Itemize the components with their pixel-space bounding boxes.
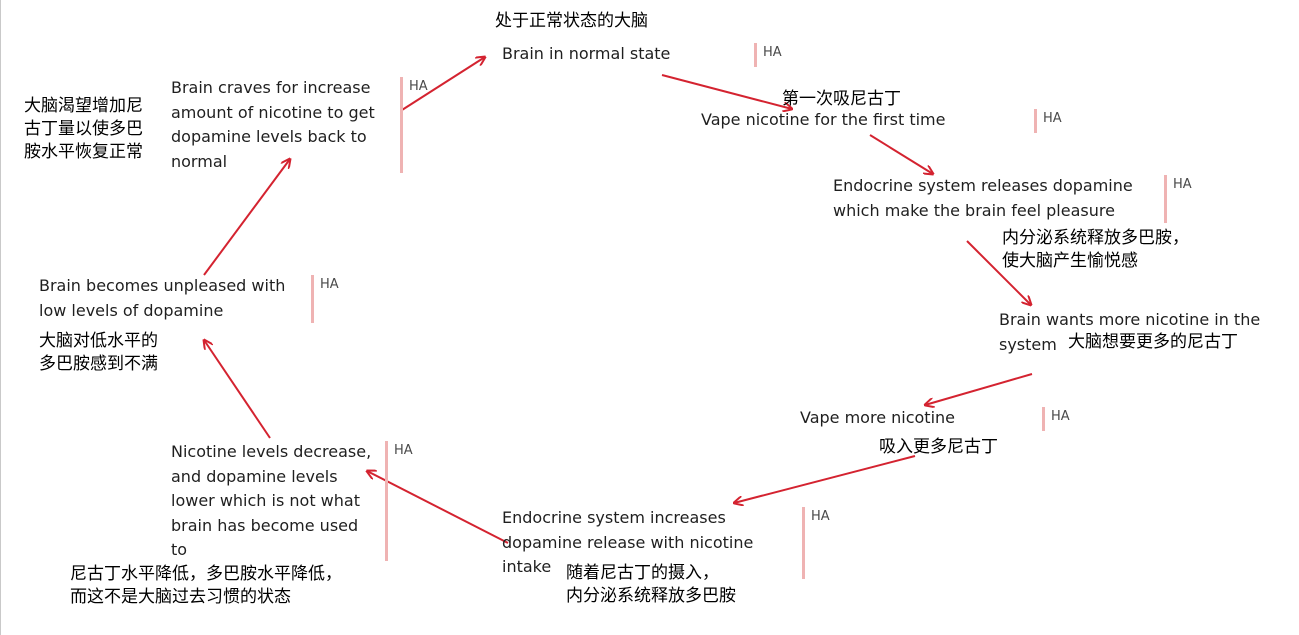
text-line: Brain craves for increase: [171, 78, 371, 97]
text-line: to: [171, 540, 188, 559]
step-vape-more-zh: 吸入更多尼古丁: [879, 437, 998, 457]
ha-bar: [1034, 109, 1037, 133]
text-line: low levels of dopamine: [39, 300, 224, 320]
ha-label: HA: [763, 45, 782, 60]
ha-label: HA: [320, 277, 339, 292]
text-line: 使大脑产生愉悦感: [1002, 251, 1138, 271]
step-craves-en: Brain craves for increase amount of nico…: [171, 76, 375, 174]
step-endocrine-increase-en: Endocrine system increases dopamine rele…: [502, 506, 753, 580]
text-line: and dopamine levels: [171, 466, 338, 486]
step-unpleased-zh: 大脑对低水平的 多巴胺感到不满: [39, 330, 158, 376]
ha-label: HA: [811, 509, 830, 524]
step-unpleased-en: Brain becomes unpleased with low levels …: [39, 274, 285, 323]
step-first-vape-zh: 第一次吸尼古丁: [782, 89, 901, 109]
left-border: [0, 0, 1, 635]
arrow-increase-to-decrease: [367, 471, 509, 544]
text-line: Endocrine system releases dopamine: [833, 176, 1133, 195]
text-line: system: [999, 334, 1057, 354]
step-nicotine-decrease-en: Nicotine levels decrease, and dopamine l…: [171, 440, 371, 563]
ha-label: HA: [394, 443, 413, 458]
ha-bar: [754, 43, 757, 67]
text-line: 内分泌系统释放多巴胺，: [1002, 228, 1189, 248]
step-vape-more-en: Vape more nicotine: [800, 408, 955, 427]
text-line: 尼古丁水平降低，多巴胺水平降低，: [70, 564, 342, 584]
ha-bar: [1164, 175, 1167, 223]
text-line: 胺水平恢复正常: [24, 142, 143, 162]
step-normal-en: Brain in normal state: [502, 44, 671, 63]
ha-bar: [385, 441, 388, 561]
arrow-release-to-wants-more: [966, 240, 1031, 305]
text-line: dopamine levels back to: [171, 127, 367, 146]
text-line: lower which is not what: [171, 491, 360, 510]
text-line: 多巴胺感到不满: [39, 354, 158, 374]
step-wants-more-zh: 大脑想要更多的尼古丁: [1068, 332, 1238, 352]
ha-label: HA: [409, 79, 428, 94]
arrow-decrease-to-unpleased: [204, 340, 271, 439]
step-endocrine-increase-zh: 随着尼古丁的摄入， 内分泌系统释放多巴胺: [566, 562, 736, 608]
text-line: 内分泌系统释放多巴胺: [566, 586, 736, 606]
text-line: 古丁量以使多巴: [24, 119, 143, 139]
ha-label: HA: [1051, 409, 1070, 424]
step-normal-zh: 处于正常状态的大脑: [495, 11, 648, 31]
text-line: 而这不是大脑过去习惯的状态: [70, 587, 291, 607]
ha-label: HA: [1043, 111, 1062, 126]
text-line: 大脑对低水平的: [39, 331, 158, 351]
text-line: dopamine release with nicotine: [502, 532, 754, 552]
text-line: which make the brain feel pleasure: [833, 200, 1115, 220]
ha-bar: [400, 77, 403, 173]
text-line: amount of nicotine to get: [171, 102, 375, 122]
step-first-vape-en: Vape nicotine for the first time: [701, 110, 946, 129]
text-line: Brain wants more nicotine in the: [999, 310, 1261, 329]
arrow-unpleased-to-craves: [203, 159, 290, 276]
arrow-wants-more-to-vape-more: [925, 373, 1033, 405]
ha-bar: [311, 275, 314, 323]
text-line: intake: [502, 557, 552, 576]
arrow-craves-to-normal: [401, 57, 485, 111]
text-line: Brain becomes unpleased with: [39, 276, 286, 295]
step-nicotine-decrease-zh: 尼古丁水平降低，多巴胺水平降低， 而这不是大脑过去习惯的状态: [70, 563, 342, 609]
arrow-vape-more-to-increase: [734, 455, 916, 503]
text-line: normal: [171, 151, 228, 171]
ha-label: HA: [1173, 177, 1192, 192]
step-endocrine-release-zh: 内分泌系统释放多巴胺， 使大脑产生愉悦感: [1002, 227, 1189, 273]
ha-bar: [1042, 407, 1045, 431]
text-line: Endocrine system increases: [502, 508, 726, 527]
step-wants-more-en: Brain wants more nicotine in the system: [999, 308, 1260, 357]
step-endocrine-release-en: Endocrine system releases dopamine which…: [833, 174, 1133, 223]
arrow-normal-to-first-vape: [661, 74, 792, 109]
text-line: brain has become used: [171, 515, 359, 535]
ha-bar: [802, 507, 805, 579]
step-craves-zh: 大脑渴望增加尼 古丁量以使多巴 胺水平恢复正常: [24, 95, 143, 164]
text-line: 随着尼古丁的摄入，: [566, 563, 719, 583]
text-line: Nicotine levels decrease,: [171, 442, 372, 461]
arrow-first-vape-to-release: [869, 134, 933, 174]
text-line: 大脑渴望增加尼: [24, 96, 143, 116]
